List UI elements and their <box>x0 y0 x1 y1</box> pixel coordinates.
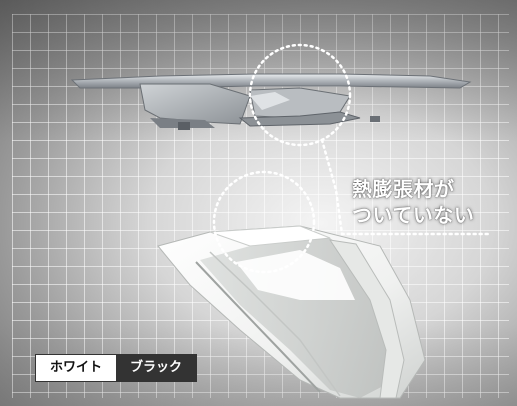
toggle-option-white[interactable]: ホワイト <box>36 355 117 381</box>
dotted-leader-line <box>320 138 492 236</box>
color-toggle: ホワイト ブラック <box>35 354 198 382</box>
callout-line-1: 熱膨張材が <box>352 177 455 201</box>
callout-line-2: ついていない <box>352 203 475 227</box>
toggle-option-black[interactable]: ブラック <box>116 355 197 381</box>
dotted-callout-markers <box>212 43 492 274</box>
white-channel <box>157 225 426 399</box>
metal-channel-top <box>70 73 472 130</box>
dotted-circle-bottom <box>212 170 316 274</box>
callout-text: 熱膨張材が ついていない <box>352 176 502 228</box>
dotted-circle-top <box>248 43 352 147</box>
